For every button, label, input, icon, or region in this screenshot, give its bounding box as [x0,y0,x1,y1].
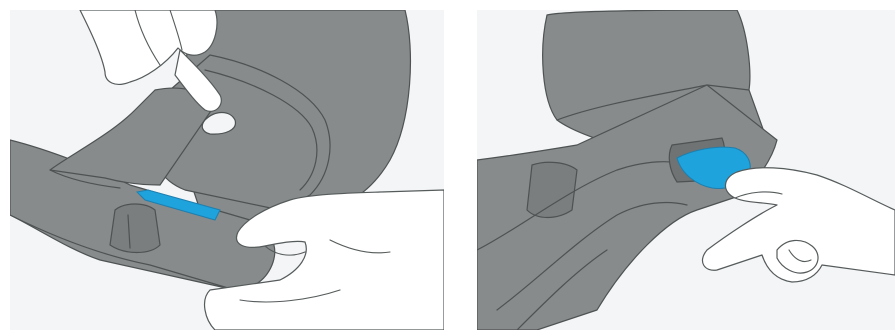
seat-wing [527,162,577,217]
illustration-panel-left [10,10,444,330]
right-illustration [477,10,895,330]
buckle-tongue [110,204,160,253]
illustration-panel-right [477,10,895,330]
left-illustration [10,10,444,330]
